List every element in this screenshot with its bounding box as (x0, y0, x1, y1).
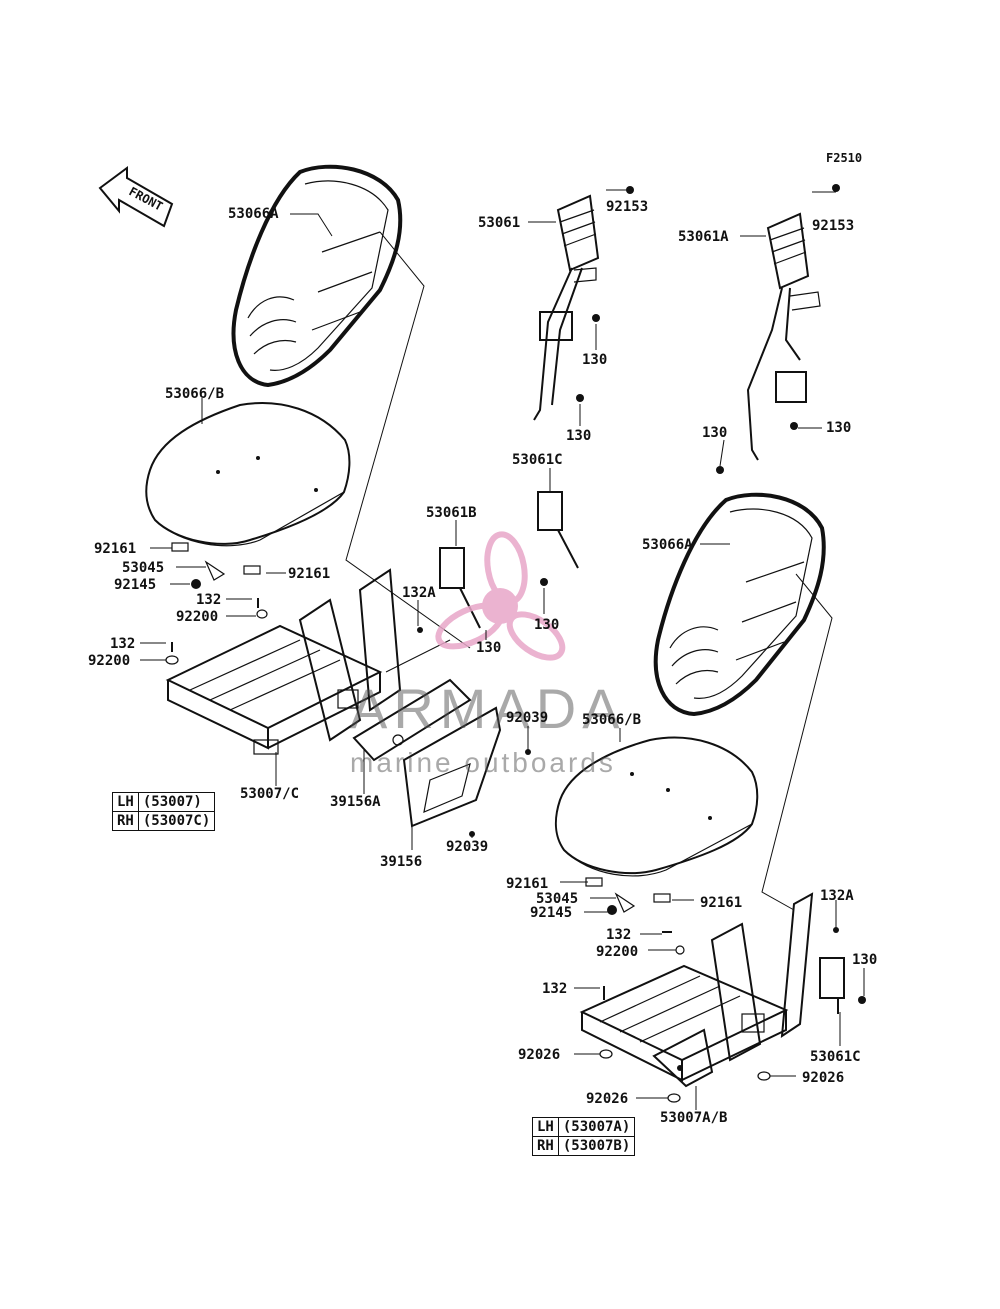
part-label: 53061C (810, 1049, 861, 1065)
watermark-tagline: marine outboards (350, 747, 616, 778)
part-label: 130 (566, 428, 591, 444)
part-label: 39156A (330, 794, 381, 810)
part-cell: (53007B) (557, 1136, 636, 1156)
side-cell: RH (532, 1136, 559, 1156)
center-panel-39156A (352, 678, 472, 762)
propeller-icon (435, 531, 566, 661)
part-label: 53066A (228, 206, 279, 222)
part-label: 130 (534, 617, 559, 633)
part-label: 39156 (380, 854, 422, 870)
right-seat-back (653, 492, 826, 717)
side-cell: RH (112, 811, 139, 831)
part-label: 130 (826, 420, 851, 436)
left-seat-back (231, 164, 403, 388)
center-panel-39156 (402, 706, 531, 837)
front-arrow-icon: FRONT (98, 166, 174, 228)
right-cushion-brackets (585, 877, 671, 915)
part-label: 92200 (176, 609, 218, 625)
part-label: 53045 (122, 560, 164, 576)
part-label: 130 (476, 640, 501, 656)
part-label: 132A (402, 585, 436, 601)
part-label: 130 (582, 352, 607, 368)
part-label: 130 (702, 425, 727, 441)
part-label: 53061B (426, 505, 477, 521)
right-seat-frame (579, 892, 814, 1088)
part-label: 92026 (802, 1070, 844, 1086)
part-cell: (53007C) (137, 811, 216, 831)
part-label: 53066A (642, 537, 693, 553)
table-row: RH (53007C) (112, 811, 216, 831)
watermark-brand: ARMADA (350, 677, 626, 740)
part-label: 53007A/B (660, 1110, 727, 1126)
part-cell: (53007) (137, 792, 216, 812)
seat-belt-53061 (533, 186, 634, 421)
right-buckle-53061C (819, 927, 866, 1014)
part-label: 132 (606, 927, 631, 943)
part-label: 92161 (700, 895, 742, 911)
diagram-code: F2510 (826, 151, 862, 165)
part-label: 92026 (586, 1091, 628, 1107)
left-frame-table: LH (53007) RH (53007C) (112, 792, 216, 831)
part-label: 92039 (446, 839, 488, 855)
part-label: 53066/B (165, 386, 224, 402)
part-label: 130 (852, 952, 877, 968)
part-label: 92161 (288, 566, 330, 582)
part-label: 92026 (518, 1047, 560, 1063)
part-label: 92153 (812, 218, 854, 234)
seat-belt-53061A (716, 184, 840, 474)
part-label: 92200 (596, 944, 638, 960)
part-label: 92161 (506, 876, 548, 892)
table-row: LH (53007) (112, 792, 216, 812)
part-cell: (53007A) (557, 1117, 636, 1137)
right-frame-table: LH (53007A) RH (53007B) (532, 1117, 636, 1156)
part-label: 132 (542, 981, 567, 997)
part-label: 53061 (478, 215, 520, 231)
left-seat-frame (165, 568, 402, 755)
armada-watermark: ARMADA marine outboards (350, 531, 626, 778)
side-cell: LH (532, 1117, 559, 1137)
table-row: RH (53007B) (532, 1136, 636, 1156)
buckle-53061C (537, 491, 579, 586)
right-seat-cushion (554, 736, 759, 877)
part-label: 53061C (512, 452, 563, 468)
part-label: 132 (196, 592, 221, 608)
part-label: 92200 (88, 653, 130, 669)
table-row: LH (53007A) (532, 1117, 636, 1137)
part-label: 53061A (678, 229, 729, 245)
part-label: 53045 (536, 891, 578, 907)
part-labels: 53066A 53066/B 92161 53045 92145 92161 1… (88, 199, 877, 1126)
part-label: 132A (820, 888, 854, 904)
left-cushion-brackets (171, 542, 261, 589)
part-label: 92145 (530, 905, 572, 921)
part-label: 53007/C (240, 786, 299, 802)
part-label: 92145 (114, 577, 156, 593)
part-label: 92039 (506, 710, 548, 726)
leader-lines (140, 189, 865, 1110)
part-label: 53066/B (582, 712, 641, 728)
part-label: 132 (110, 636, 135, 652)
side-cell: LH (112, 792, 139, 812)
part-label: 92161 (94, 541, 136, 557)
left-seat-cushion (145, 402, 351, 547)
part-label: 92153 (606, 199, 648, 215)
